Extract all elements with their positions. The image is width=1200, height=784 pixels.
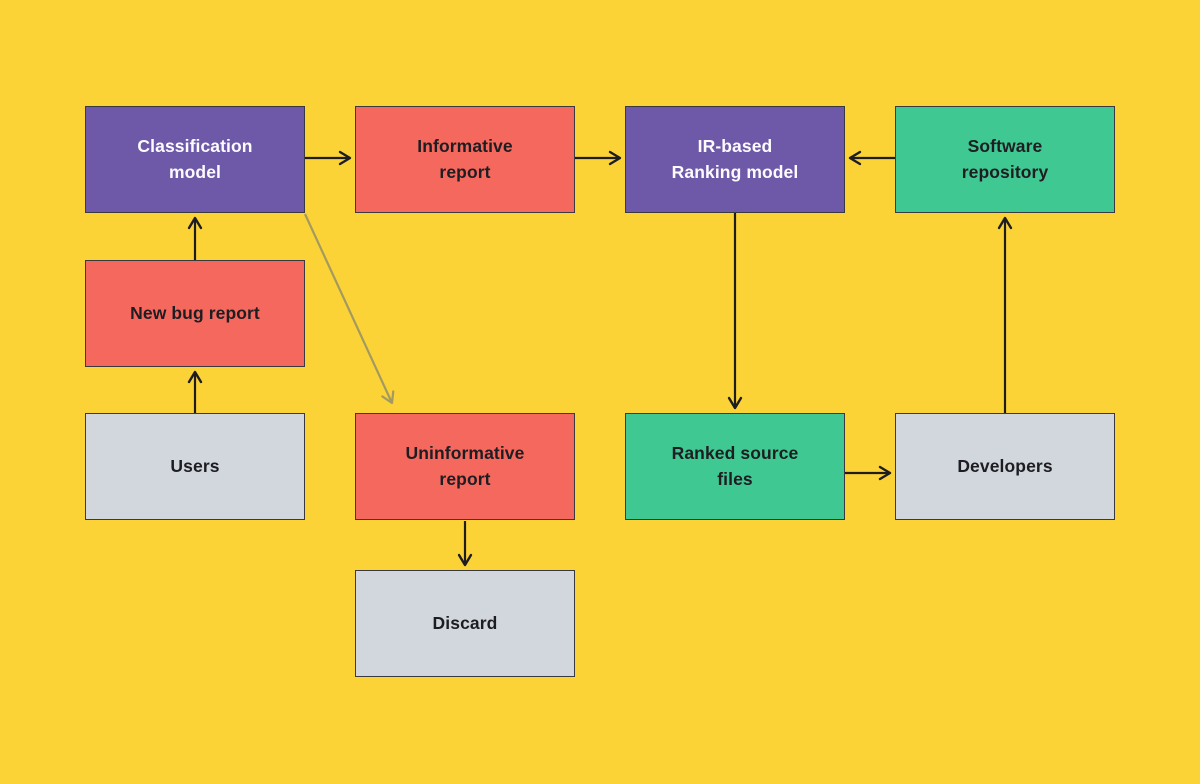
node-software-repository: Software repository	[895, 106, 1115, 213]
node-uninformative-report: Uninformative report	[355, 413, 575, 520]
node-discard: Discard	[355, 570, 575, 677]
edge-classification-model-to-uninformative-report	[304, 213, 395, 405]
node-new-bug-report: New bug report	[85, 260, 305, 367]
node-ir-based-ranking-model: IR-based Ranking model	[625, 106, 845, 213]
node-users: Users	[85, 413, 305, 520]
node-developers: Developers	[895, 413, 1115, 520]
node-informative-report: Informative report	[355, 106, 575, 213]
node-classification-model: Classification model	[85, 106, 305, 213]
node-ranked-source-files: Ranked source files	[625, 413, 845, 520]
